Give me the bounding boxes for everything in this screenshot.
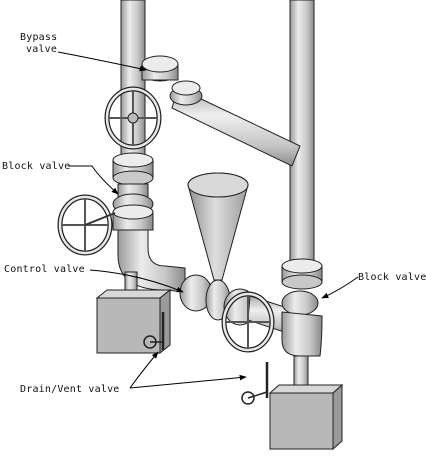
left-block-valve	[112, 152, 154, 231]
control-valve-label: Control valve	[4, 264, 85, 275]
bypass-valve	[141, 55, 203, 106]
control-valve	[179, 172, 257, 326]
leader-lines	[57, 51, 359, 389]
right-block-valve	[281, 258, 323, 357]
right-block-handwheel	[221, 291, 275, 353]
bypass-label-line1: Bypass	[20, 32, 57, 43]
block-valve-left-label: Block valve	[2, 161, 70, 172]
right-support-block	[268, 355, 344, 451]
right-drain-vent-valve	[241, 362, 269, 405]
block-valve-right-label: Block valve	[358, 272, 426, 283]
right-vertical-pipe	[289, 0, 315, 269]
drain-vent-label: Drain/Vent valve	[20, 384, 120, 395]
left-drain-vent-valve	[143, 312, 165, 350]
bypass-label-line2: valve	[26, 44, 57, 55]
bypass-handwheel	[104, 86, 162, 150]
left-block-handwheel	[57, 194, 116, 256]
left-support-block	[95, 271, 172, 355]
